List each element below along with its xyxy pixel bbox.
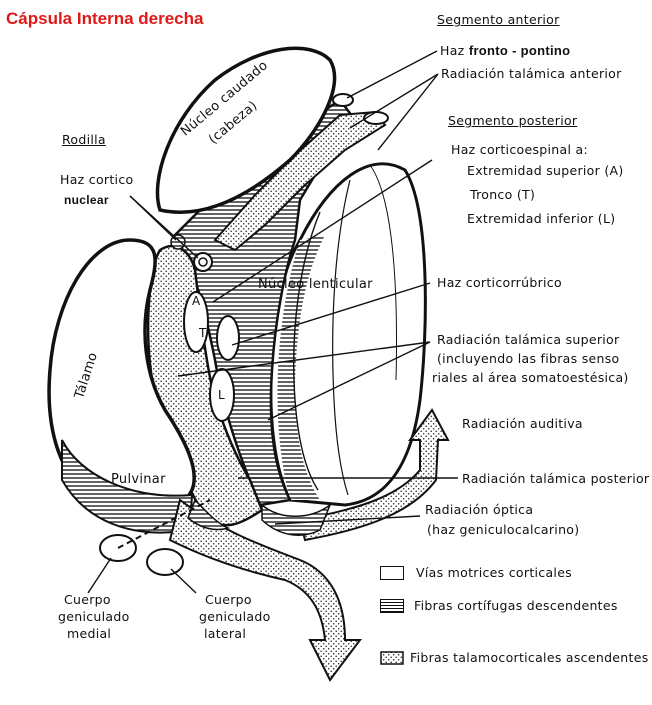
page-title: Cápsula Interna derecha [6, 9, 204, 28]
legend-label-fibras-cortifugas: Fibras cortífugas descendentes [414, 598, 618, 613]
leader-lines [87, 50, 458, 594]
label-cuerpo-geniculado-medial-1: Cuerpo [64, 592, 111, 607]
lamina-line [332, 179, 351, 496]
label-radiacion-optica-2: (haz geniculocalcarino) [427, 522, 580, 537]
label-mark-l: L [218, 388, 225, 402]
label-haz-corticorrubrico: Haz corticorrúbrico [437, 275, 562, 290]
dashed-line [117, 499, 211, 549]
label-nucleo-lenticular: Núcleo lenticular [258, 277, 373, 292]
label-mark-t: T [199, 326, 207, 340]
legend-swatch-blank [380, 566, 404, 580]
label-cuerpo-geniculado-lateral-3: lateral [204, 626, 247, 641]
label-haz-prefix: Haz [440, 43, 465, 58]
legend-swatch-lines [380, 599, 404, 613]
label-mark-a: A [192, 294, 201, 308]
radiacion-optica-tract [168, 498, 362, 682]
legend-dots-svg [380, 651, 404, 665]
striped-posterior-blob [261, 502, 332, 536]
label-segmento-anterior: Segmento anterior [437, 12, 560, 27]
haz-corticonuclear-inner [198, 257, 208, 267]
legend-label-fibras-talamocorticales: Fibras talamocorticales ascendentes [410, 650, 649, 665]
legend-label-vias-motrices: Vías motrices corticales [416, 565, 572, 580]
label-extremidad-inferior: Extremidad inferior (L) [467, 211, 616, 226]
label-cuerpo-geniculado-lateral-2: geniculado [199, 609, 271, 624]
label-haz-fronto-pontino: Haz fronto - pontino [440, 43, 570, 58]
lenticular-striped-part [277, 235, 325, 500]
label-extremidad-superior: Extremidad superior (A) [467, 163, 624, 178]
ellipse-a [183, 291, 209, 353]
label-radiacion-talamica-superior-2: (incluyendo las fibras senso [437, 351, 620, 366]
label-pulvinar: Pulvinar [111, 472, 166, 487]
label-radiacion-talamica-superior-3: riales al área somatoestésica) [432, 370, 629, 385]
label-radiacion-talamica-anterior: Radiación talámica anterior [441, 66, 622, 81]
label-radiacion-talamica-posterior: Radiación talámica posterior [462, 471, 650, 486]
label-rodilla: Rodilla [62, 132, 106, 147]
lamina-line [293, 211, 321, 491]
label-cuerpo-geniculado-medial-2: geniculado [58, 609, 130, 624]
striped-lower-blob [187, 498, 231, 531]
label-radiacion-auditiva: Radiación auditiva [462, 416, 583, 431]
label-cuerpo-geniculado-lateral-1: Cuerpo [205, 592, 252, 607]
ellipse-t [216, 315, 240, 361]
label-cuerpo-geniculado-medial-3: medial [67, 626, 112, 641]
legend-swatch-dots [380, 651, 404, 665]
cuerpo-geniculado-lateral-shape [146, 548, 184, 576]
lamina-line [369, 164, 397, 381]
label-segmento-posterior: Segmento posterior [448, 113, 578, 128]
nucleo-caudado-shape [155, 46, 337, 214]
label-haz-corticoespinal: Haz corticoespinal a: [451, 142, 588, 157]
label-radiacion-optica-1: Radiación óptica [425, 502, 534, 517]
label-radiacion-talamica-superior-1: Radiación talámica superior [437, 332, 620, 347]
label-nuclear: nuclear [64, 193, 109, 207]
label-fronto-pontino: fronto - pontino [468, 43, 571, 58]
ellipse-l [209, 368, 235, 422]
label-haz-cortico: Haz cortico [60, 172, 134, 187]
label-tronco: Tronco (T) [470, 187, 536, 202]
